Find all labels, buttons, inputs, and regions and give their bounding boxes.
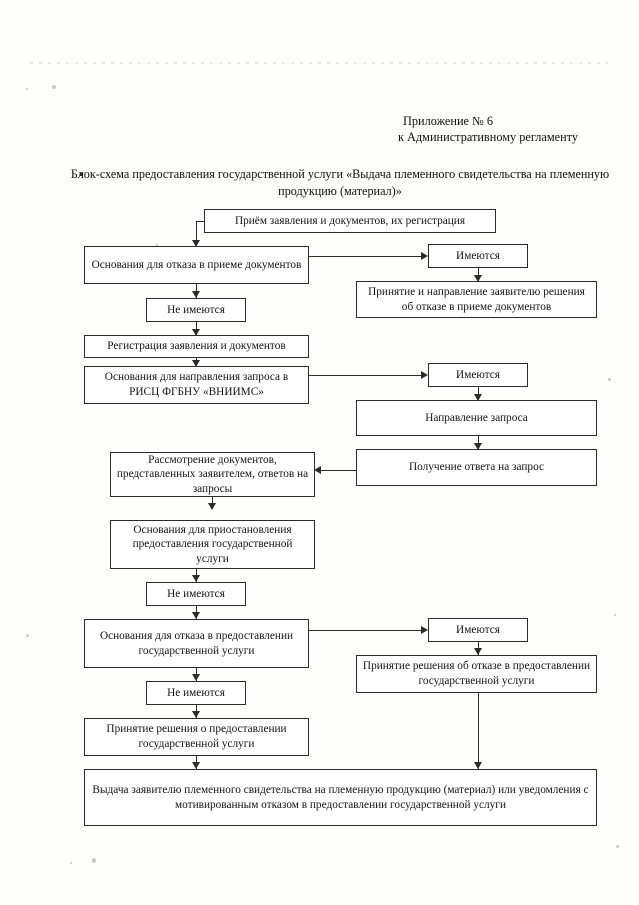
flow-node-grounds-absent-1: Не имеются bbox=[146, 298, 246, 322]
arrowhead-n17-n18 bbox=[192, 711, 200, 718]
flow-node-grounds-absent-2: Не имеются bbox=[146, 582, 246, 606]
arrowhead-n9-n10 bbox=[474, 443, 482, 450]
scan-speck bbox=[616, 845, 619, 848]
flow-node-label: Регистрация заявления и документов bbox=[107, 340, 286, 353]
arrowhead-n14-n17 bbox=[192, 674, 200, 681]
arrowhead-n3-n4 bbox=[474, 275, 482, 282]
connector-n1-n2-stub bbox=[196, 221, 205, 222]
flow-node-refusal-grounds-intake: Основания для отказа в приеме документов bbox=[84, 246, 309, 284]
scan-speck bbox=[614, 614, 616, 616]
arrowhead-n7-n8 bbox=[421, 371, 428, 379]
flow-node-label: Основания для направления запроса в РИСЦ… bbox=[104, 371, 289, 398]
arrowhead-n12-n13 bbox=[192, 575, 200, 582]
flow-node-label: Основания для отказа в приеме документов bbox=[91, 258, 302, 271]
flow-node-suspension-grounds: Основания для приостановления предоставл… bbox=[110, 520, 315, 569]
flow-node-service-refusal-decision: Принятие решения об отказе в предоставле… bbox=[356, 655, 597, 693]
scan-speck bbox=[156, 244, 158, 246]
flow-node-issue-certificate: Выдача заявителю племенного свидетельств… bbox=[84, 769, 597, 826]
flow-node-receive-answer: Получение ответа на запрос bbox=[356, 449, 597, 486]
flow-node-label: Имеются bbox=[456, 249, 500, 262]
appendix-number: Приложение № 6 bbox=[403, 114, 494, 128]
connector-n8-n9 bbox=[478, 387, 479, 400]
arrowhead-n15-n16 bbox=[474, 648, 482, 655]
connector-n14-n15 bbox=[309, 630, 423, 631]
arrowhead-n11-n12 bbox=[208, 503, 216, 510]
flow-node-label: Выдача заявителю племенного свидетельств… bbox=[92, 783, 589, 811]
scan-speck bbox=[52, 85, 56, 89]
scan-speck bbox=[608, 378, 611, 381]
arrowhead-n2-n3 bbox=[421, 252, 428, 260]
flow-node-grounds-absent-3: Не имеются bbox=[146, 681, 246, 705]
scan-speck bbox=[26, 88, 28, 90]
flow-node-intake: Приём заявления и документов, их регистр… bbox=[204, 209, 496, 233]
flow-node-label: Рассмотрение документов, представленных … bbox=[116, 453, 309, 495]
connector-n9-n10 bbox=[478, 436, 479, 449]
scan-speck bbox=[70, 862, 72, 864]
flow-node-label: Основания для приостановления предоставл… bbox=[132, 523, 293, 565]
arrowhead-n10-n11 bbox=[314, 466, 321, 474]
appendix-reference: к Административному регламенту bbox=[398, 130, 579, 144]
connector-n10-n11 bbox=[319, 470, 356, 471]
flow-node-label: Имеются bbox=[456, 623, 500, 636]
flow-node-label: Приём заявления и документов, их регистр… bbox=[234, 214, 466, 227]
flow-node-label: Не имеются bbox=[167, 686, 225, 699]
page-title: Блок-схема предоставления государственно… bbox=[70, 167, 610, 198]
connector-n5-n6 bbox=[196, 322, 197, 335]
title-bullet-marker bbox=[80, 173, 83, 176]
arrowhead-n6-n7 bbox=[192, 360, 200, 367]
flow-node-grounds-present-3: Имеются bbox=[428, 618, 528, 642]
flow-node-grounds-present-2: Имеются bbox=[428, 363, 528, 387]
connector-n16-n19 bbox=[478, 693, 479, 769]
flow-node-label: Не имеются bbox=[167, 587, 225, 600]
arrowhead-n16-n19 bbox=[474, 762, 482, 769]
flow-node-intake-refusal-decision: Принятие и направление заявителю решения… bbox=[356, 281, 597, 318]
flow-node-label: Не имеются bbox=[167, 303, 225, 316]
arrowhead-n13-n14 bbox=[192, 612, 200, 619]
flow-node-send-request: Направление запроса bbox=[356, 400, 597, 436]
connector-n2-n3 bbox=[309, 256, 423, 257]
flow-node-registration: Регистрация заявления и документов bbox=[84, 335, 309, 358]
flow-node-label: Направление запроса bbox=[425, 411, 528, 424]
scan-speck bbox=[92, 858, 96, 863]
arrowhead-n8-n9 bbox=[474, 394, 482, 401]
flow-node-review-documents: Рассмотрение документов, представленных … bbox=[110, 452, 315, 497]
flow-node-service-grant-decision: Принятие решения о предоставлении госуда… bbox=[84, 718, 309, 756]
flow-node-grounds-present-1: Имеются bbox=[428, 244, 528, 268]
scan-speck bbox=[26, 634, 29, 637]
connector-n3-n4 bbox=[478, 268, 479, 281]
arrowhead-n2-n5 bbox=[192, 291, 200, 298]
connector-n7-n8 bbox=[309, 375, 423, 376]
flow-node-label: Имеются bbox=[456, 368, 500, 381]
connector-n1-n2 bbox=[196, 221, 197, 247]
flow-node-request-grounds: Основания для направления запроса в РИСЦ… bbox=[84, 366, 309, 404]
flow-node-label: Принятие решения о предоставлении госуда… bbox=[106, 723, 287, 750]
scan-artifact-streak bbox=[30, 62, 608, 64]
flow-node-label: Получение ответа на запрос bbox=[408, 461, 545, 474]
flow-node-service-refusal-grounds: Основания для отказа в предоставлении го… bbox=[84, 619, 309, 668]
flow-node-label: Принятие и направление заявителю решения… bbox=[368, 285, 585, 313]
flow-node-label: Основания для отказа в предоставлении го… bbox=[99, 629, 294, 657]
arrowhead-n18-n19 bbox=[192, 762, 200, 769]
arrowhead-n5-n6 bbox=[192, 329, 200, 336]
flow-node-label: Принятие решения об отказе в предоставле… bbox=[362, 660, 591, 687]
arrowhead-n14-n15 bbox=[421, 626, 428, 634]
arrowhead-n1-n2 bbox=[192, 240, 200, 247]
